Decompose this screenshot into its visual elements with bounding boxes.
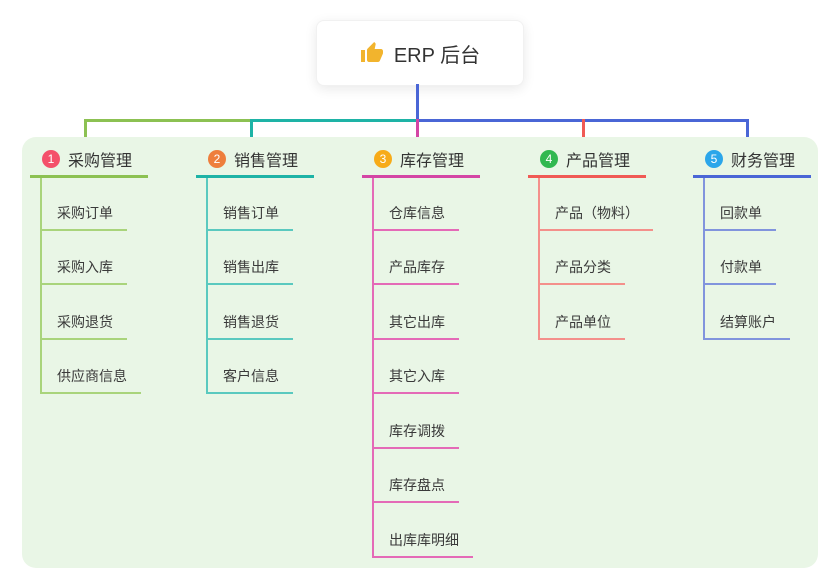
child-node[interactable]: 产品（物料） bbox=[538, 200, 653, 231]
branch-underline bbox=[196, 175, 314, 178]
branch-heading[interactable]: 4 产品管理 bbox=[528, 146, 678, 172]
connector-drop-2 bbox=[250, 119, 253, 152]
root-node[interactable]: ERP 后台 bbox=[316, 20, 524, 86]
connector-bus-segment-2 bbox=[252, 119, 417, 122]
child-node[interactable]: 产品分类 bbox=[538, 254, 625, 285]
child-node[interactable]: 客户信息 bbox=[206, 363, 293, 394]
child-node[interactable]: 采购退货 bbox=[40, 309, 127, 340]
branch-underline bbox=[30, 175, 148, 178]
branch-heading[interactable]: 5 财务管理 bbox=[693, 146, 839, 172]
branch-spine bbox=[538, 178, 540, 340]
branch-underline bbox=[528, 175, 646, 178]
connector-drop-5 bbox=[746, 119, 749, 152]
connector-bus-segment-1 bbox=[85, 119, 252, 122]
child-node[interactable]: 销售退货 bbox=[206, 309, 293, 340]
child-node[interactable]: 产品单位 bbox=[538, 309, 625, 340]
branch-number-badge: 3 bbox=[374, 150, 392, 168]
branch-underline bbox=[693, 175, 811, 178]
connector-root-drop bbox=[416, 84, 419, 122]
branches-panel bbox=[22, 137, 818, 568]
branch-number-badge: 5 bbox=[705, 150, 723, 168]
child-node[interactable]: 仓库信息 bbox=[372, 200, 459, 231]
branch-product: 4 产品管理 产品（物料） 产品分类产品单位 bbox=[528, 146, 678, 340]
child-node[interactable]: 销售出库 bbox=[206, 254, 293, 285]
connector-drop-4 bbox=[582, 119, 585, 152]
child-node[interactable]: 回款单 bbox=[703, 200, 776, 231]
branch-underline bbox=[362, 175, 480, 178]
child-node[interactable]: 供应商信息 bbox=[40, 363, 141, 394]
child-node[interactable]: 销售订单 bbox=[206, 200, 293, 231]
child-node[interactable]: 出库库明细 bbox=[372, 527, 473, 558]
branch-label: 采购管理 bbox=[68, 153, 133, 170]
branch-finance: 5 财务管理 回款单付款单结算账户 bbox=[693, 146, 839, 340]
branch-heading[interactable]: 3 库存管理 bbox=[362, 146, 512, 172]
child-node[interactable]: 结算账户 bbox=[703, 309, 790, 340]
connector-drop-1 bbox=[84, 119, 87, 152]
child-node[interactable]: 付款单 bbox=[703, 254, 776, 285]
root-label: ERP 后台 bbox=[393, 44, 481, 67]
branch-spine bbox=[206, 178, 208, 394]
branch-heading[interactable]: 1 采购管理 bbox=[30, 146, 180, 172]
branch-label: 销售管理 bbox=[234, 153, 299, 170]
branch-label: 产品管理 bbox=[566, 153, 631, 170]
child-node[interactable]: 其它入库 bbox=[372, 363, 459, 394]
branch-number-badge: 1 bbox=[42, 150, 60, 168]
child-node[interactable]: 库存盘点 bbox=[372, 472, 459, 503]
branch-number-badge: 2 bbox=[208, 150, 226, 168]
child-node[interactable]: 采购入库 bbox=[40, 254, 127, 285]
branch-label: 库存管理 bbox=[400, 153, 465, 170]
child-node[interactable]: 产品库存 bbox=[372, 254, 459, 285]
thumbs-up-icon bbox=[360, 41, 384, 65]
branch-sales: 2 销售管理 销售订单销售出库销售退货客户信息 bbox=[196, 146, 346, 394]
branch-heading[interactable]: 2 销售管理 bbox=[196, 146, 346, 172]
child-node[interactable]: 其它出库 bbox=[372, 309, 459, 340]
child-node[interactable]: 库存调拨 bbox=[372, 418, 459, 449]
child-node[interactable]: 采购订单 bbox=[40, 200, 127, 231]
branch-spine bbox=[372, 178, 374, 558]
branch-label: 财务管理 bbox=[731, 153, 796, 170]
branch-spine bbox=[40, 178, 42, 394]
branch-spine bbox=[703, 178, 705, 340]
branch-number-badge: 4 bbox=[540, 150, 558, 168]
branch-purchase: 1 采购管理 采购订单采购入库采购退货供应商信息 bbox=[30, 146, 180, 394]
connector-drop-3 bbox=[416, 119, 419, 152]
branch-inventory: 3 库存管理 仓库信息产品库存其它出库其它入库库存调拨库存盘点出库库明细 bbox=[362, 146, 512, 558]
